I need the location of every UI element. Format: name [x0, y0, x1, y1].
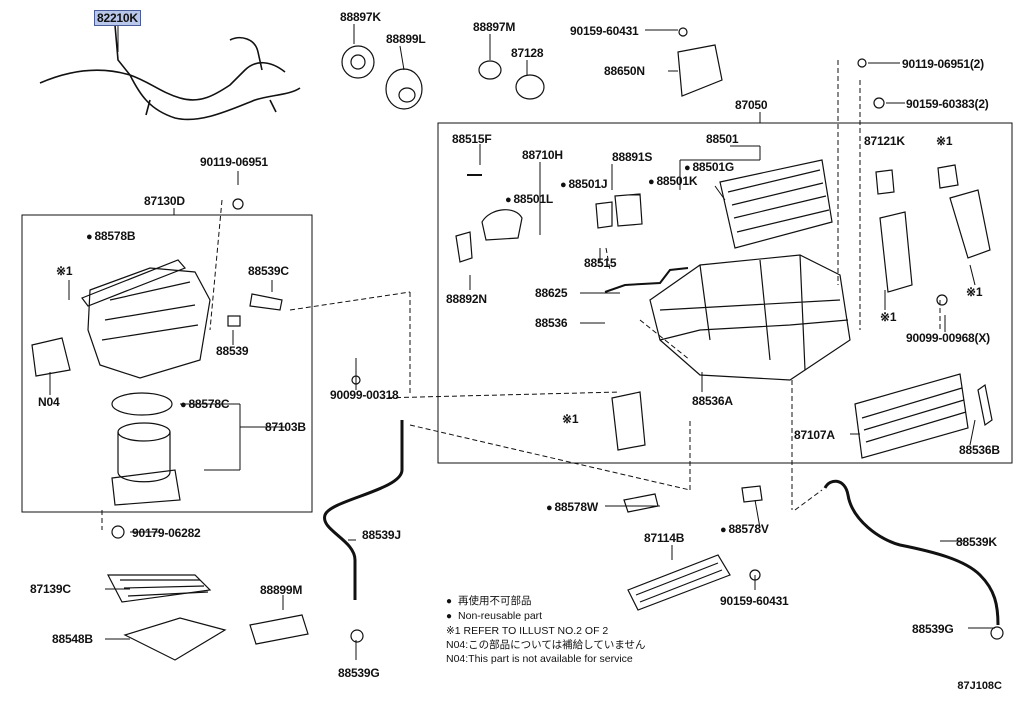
- heater-core-87107A: [854, 373, 969, 459]
- part-N04: [31, 337, 71, 377]
- diagram-code: 87J108C: [957, 680, 1002, 692]
- part-label-87121K[interactable]: 87121K: [864, 134, 905, 148]
- part-88710H: [481, 209, 523, 241]
- part-88578W: [623, 493, 659, 513]
- bracket-x1b: [949, 189, 991, 259]
- part-x1-top: [937, 164, 959, 189]
- hvac-unit-87050: [649, 254, 851, 381]
- part-label-88539G-right[interactable]: 88539G: [912, 622, 954, 636]
- part-label-88539G-bottom[interactable]: 88539G: [338, 666, 380, 680]
- part-label-90159-60383-2[interactable]: 90159-60383(2): [906, 97, 989, 111]
- part-88578V: [741, 485, 763, 503]
- part-label-88650N[interactable]: 88650N: [604, 64, 645, 78]
- part-label-88539J[interactable]: 88539J: [362, 528, 401, 542]
- tray-88548B: [123, 617, 227, 661]
- bracket-x1: [879, 211, 913, 293]
- part-label-90119-06951-2[interactable]: 90119-06951(2): [902, 57, 984, 71]
- note-x1-top: ※1: [936, 134, 953, 148]
- part-label-88897K[interactable]: 88897K: [340, 10, 381, 24]
- blower-case-87130D: [81, 259, 211, 379]
- part-label-88539C[interactable]: 88539C: [248, 264, 289, 278]
- gasket-88897M: [478, 60, 502, 80]
- part-label-88899M[interactable]: 88899M: [260, 583, 303, 597]
- leader-lines: [49, 24, 995, 660]
- duct-88650N: [677, 44, 723, 97]
- part-label-88578B[interactable]: 88578B: [86, 229, 135, 244]
- part-label-88578W[interactable]: 88578W: [546, 500, 598, 515]
- part-87121K: [875, 169, 895, 195]
- part-label-88539[interactable]: 88539: [216, 344, 249, 358]
- part-label-90159-60431-bottom[interactable]: 90159-60431: [720, 594, 789, 608]
- evaporator-88501: [719, 159, 833, 249]
- part-label-88536[interactable]: 88536: [535, 316, 568, 330]
- note-x1-right-b: ※1: [880, 310, 897, 324]
- part-label-88501K[interactable]: 88501K: [648, 174, 697, 189]
- legend-non-reusable-en: Non-reusable part: [446, 609, 646, 624]
- part-label-88710H[interactable]: 88710H: [522, 148, 563, 162]
- seal-88899L: [385, 68, 423, 110]
- part-label-90099-00318[interactable]: 90099-00318: [330, 388, 399, 402]
- part-label-90119-06951[interactable]: 90119-06951: [200, 155, 268, 169]
- wire-harness-82210K: [39, 24, 301, 121]
- hose-88539J: [323, 420, 404, 600]
- part-88515: [595, 201, 613, 229]
- note-x1-left: ※1: [56, 264, 73, 278]
- part-label-88501J[interactable]: 88501J: [560, 177, 607, 192]
- dashed-lines: [101, 60, 941, 530]
- legend-refer-note: ※1 REFER TO ILLUST NO.2 OF 2: [446, 625, 609, 637]
- part-label-88625[interactable]: 88625: [535, 286, 568, 300]
- part-label-87114B[interactable]: 87114B: [644, 531, 685, 545]
- assembly-box-87130D: [21, 214, 313, 513]
- part-label-88891S[interactable]: 88891S: [612, 150, 653, 164]
- part-label-88536B[interactable]: 88536B: [959, 443, 1000, 457]
- part-label-90099-00968X[interactable]: 90099-00968(X): [906, 331, 990, 345]
- note-x1-actuator: ※1: [562, 412, 579, 426]
- part-label-87050[interactable]: 87050: [735, 98, 768, 112]
- note-x1-right-a: ※1: [966, 285, 983, 299]
- part-label-88892N[interactable]: 88892N: [446, 292, 487, 306]
- part-label-87128[interactable]: 87128: [511, 46, 544, 60]
- pipe-88536B: [977, 383, 993, 427]
- part-label-88539K[interactable]: 88539K: [956, 535, 997, 549]
- label-88899M: [249, 614, 309, 645]
- hose-88539K: [823, 479, 1000, 626]
- part-label-88501L[interactable]: 88501L: [505, 192, 553, 207]
- part-label-88536A[interactable]: 88536A: [692, 394, 733, 408]
- part-drawings: [31, 27, 1004, 661]
- blower-motor-87103B: [111, 392, 181, 506]
- part-88539: [227, 315, 241, 327]
- part-label-88515[interactable]: 88515: [584, 256, 617, 270]
- part-label-87130D[interactable]: 87130D: [144, 194, 185, 208]
- legend-non-reusable-jp: 再使用不可部品: [446, 594, 646, 609]
- part-label-88548B[interactable]: 88548B: [52, 632, 93, 646]
- part-label-87103B[interactable]: 87103B: [265, 420, 306, 434]
- legend: 再使用不可部品 Non-reusable part ※1 REFER TO IL…: [446, 594, 646, 666]
- seal-88897K: [341, 45, 375, 79]
- legend-n04-en: N04:This part is not available for servi…: [446, 653, 633, 665]
- part-label-88578V[interactable]: 88578V: [720, 522, 768, 537]
- part-label-88501G[interactable]: 88501G: [684, 160, 734, 175]
- part-label-88899L[interactable]: 88899L: [386, 32, 426, 46]
- part-label-88578C[interactable]: 88578C: [180, 397, 229, 412]
- part-label-88897M[interactable]: 88897M: [473, 20, 516, 34]
- part-88539C: [249, 293, 283, 311]
- actuator-x1: [611, 391, 646, 451]
- part-label-90179-06282[interactable]: 90179-06282: [132, 526, 201, 540]
- pipe-88625: [604, 267, 689, 293]
- part-label-90159-60431-top[interactable]: 90159-60431: [570, 24, 639, 38]
- part-88892N: [455, 231, 473, 263]
- part-label-88501[interactable]: 88501: [706, 132, 739, 146]
- part-label-88515F[interactable]: 88515F: [452, 132, 492, 146]
- assembly-box-87050: [437, 122, 1013, 464]
- part-label-N04[interactable]: N04: [38, 395, 60, 409]
- part-88891S: [614, 193, 643, 227]
- legend-n04-jp: N04:この部品については補給していません: [446, 639, 646, 651]
- filter-87139C: [107, 574, 212, 603]
- part-label-82210K[interactable]: 82210K: [94, 10, 141, 26]
- part-label-87107A[interactable]: 87107A: [794, 428, 835, 442]
- part-87128: [515, 74, 545, 100]
- part-label-87139C[interactable]: 87139C: [30, 582, 71, 596]
